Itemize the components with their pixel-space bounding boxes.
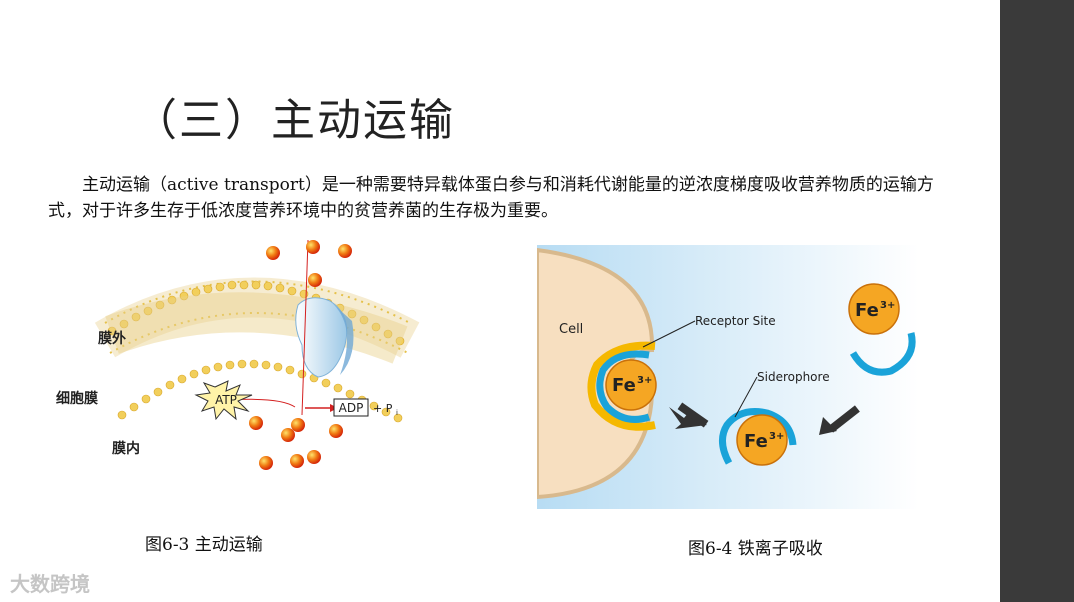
active-transport-diagram: ATP ADP + P i 膜外 细胞膜 膜内: [56, 239, 420, 470]
label-membrane: 细胞膜: [56, 390, 98, 407]
siderophore-bound: [596, 350, 651, 423]
pi-subscript: i: [396, 409, 398, 417]
receptor-site: [587, 341, 656, 431]
label-outside: 膜外: [98, 330, 126, 347]
siderophore-free: [849, 332, 916, 376]
right-sidebar: [1000, 0, 1074, 602]
page-title: （三）主动运输: [133, 95, 455, 146]
solute-molecules: [249, 240, 352, 470]
fe-middle-text: Fe: [744, 431, 768, 452]
carrier-protein: [295, 297, 348, 378]
iron-ion-bound: [605, 359, 657, 411]
body-paragraph: 主动运输（active transport）是一种需要特异载体蛋白参与和消耗代谢…: [48, 175, 934, 221]
arrow-down-left: [819, 405, 860, 435]
adp-box: [333, 398, 369, 417]
fe-middle-charge: 3+: [769, 431, 784, 442]
fe-bound-text: Fe: [612, 375, 636, 396]
atp-label: ATP: [215, 393, 237, 407]
label-inside: 膜内: [112, 440, 140, 457]
iron-ion-middle: [736, 414, 788, 466]
pi-label: + P: [373, 402, 393, 415]
fe-free-text: Fe: [855, 300, 879, 321]
adp-label: ADP: [339, 401, 364, 415]
fe-free-charge: 3+: [880, 300, 895, 311]
slide: （三）主动运输 主动运输（active transport）是一种需要特异载体蛋…: [10, 95, 934, 596]
atp-burst: [194, 380, 253, 421]
figure2-caption: 图6-4 铁离子吸收: [688, 539, 823, 559]
figure1-caption: 图6-3 主动运输: [145, 535, 263, 555]
watermark: 大数跨境: [10, 572, 90, 596]
iron-ion-free: [848, 283, 900, 335]
cell-label: Cell: [559, 322, 583, 337]
receptor-label: Receptor Site: [695, 314, 776, 328]
siderophore-middle: [719, 408, 797, 465]
transport-arrow: [301, 239, 309, 416]
arrow-left: [669, 402, 709, 429]
siderophore-label: Siderophore: [757, 370, 830, 384]
iron-uptake-diagram: Cell Fe 3+ Receptor Site Fe 3+ Sideropho…: [537, 245, 919, 509]
fe-bound-charge: 3+: [637, 375, 652, 386]
